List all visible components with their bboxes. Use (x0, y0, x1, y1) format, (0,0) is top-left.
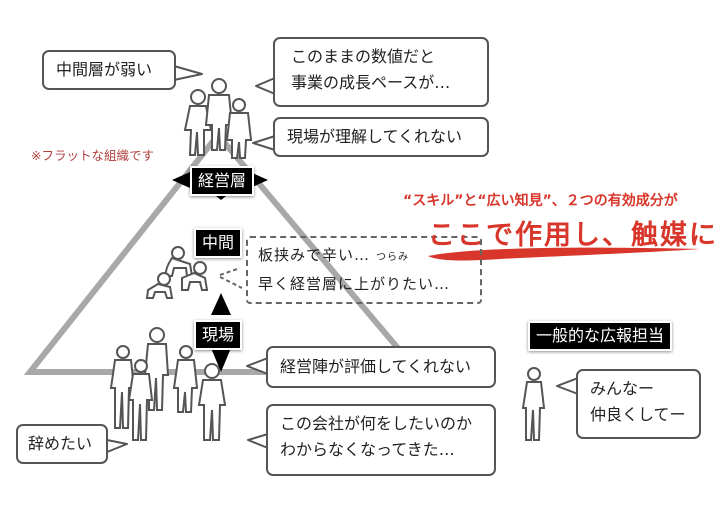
bubble-line: 仲良くしてー (590, 405, 686, 424)
flat-organization-note: ※フラットな組織です (31, 148, 154, 163)
pr-label: 一般的な広報担当 (528, 321, 673, 351)
arrow-right-icon (250, 172, 268, 188)
bubble-line: 経営陣が評価してくれない (280, 357, 472, 376)
middle-line-1: 板挟みで辛い… (258, 246, 371, 264)
bubble-line: この会社が何をしたいのか (280, 414, 473, 433)
bubble-line: 現場が理解してくれない (287, 127, 463, 146)
red-brush-underline (428, 247, 700, 261)
middle-dashed-bubble: 板挟みで辛い… つらみ 早く経営層に上がりたい… (246, 236, 482, 304)
pr-person-figure (521, 367, 546, 441)
arrow-up-icon (211, 293, 231, 315)
exec-bubble-middle-weak: 中間層が弱い (42, 50, 176, 90)
bubble-line: 板挟みで辛い… つらみ (258, 242, 470, 271)
middle-connector (219, 267, 243, 289)
exec-bubble-growth-pace: このままの数値だと 事業の成長ペースが… (273, 37, 489, 107)
field-bubble-want-to-quit: 辞めたい (16, 424, 108, 464)
tier-label-executive: 経営層 (190, 166, 255, 196)
crawling-babies-figures (145, 246, 209, 299)
exec-bubble-field-not-understanding: 現場が理解してくれない (273, 117, 489, 157)
middle-line-2: 早く経営層に上がりたい… (258, 275, 451, 293)
field-workers-figures (109, 327, 227, 441)
headline-subtitle: “スキル”と“広い知見”、２つの有効成分が (403, 193, 678, 209)
bubble-line: 辞めたい (28, 434, 93, 453)
bubble-line: みんなー (590, 379, 655, 398)
pr-bubble: みんなー 仲良くしてー (576, 369, 701, 439)
field-bubble-not-evaluated: 経営陣が評価してくれない (266, 346, 496, 388)
bubble-line: 中間層が弱い (56, 60, 153, 79)
arrow-left-icon (172, 172, 190, 188)
tier-label-field: 現場 (194, 320, 243, 350)
aside-tsurami: つらみ (376, 252, 410, 263)
bubble-line: わからなくなってきた… (280, 440, 455, 459)
pyramid-outline (23, 130, 425, 375)
arrow-down-small-icon (216, 196, 226, 200)
bubble-tails (106, 65, 579, 453)
arrow-down-icon (211, 348, 231, 372)
executives-figures (183, 78, 253, 159)
field-bubble-company-direction: この会社が何をしたいのか わからなくなってきた… (266, 404, 496, 476)
headline-main: ここで作用し、触媒に (428, 220, 718, 251)
bubble-line: このままの数値だと (291, 47, 436, 66)
tier-label-middle: 中間 (194, 228, 243, 258)
bubble-line: 事業の成長ペースが… (291, 73, 451, 92)
